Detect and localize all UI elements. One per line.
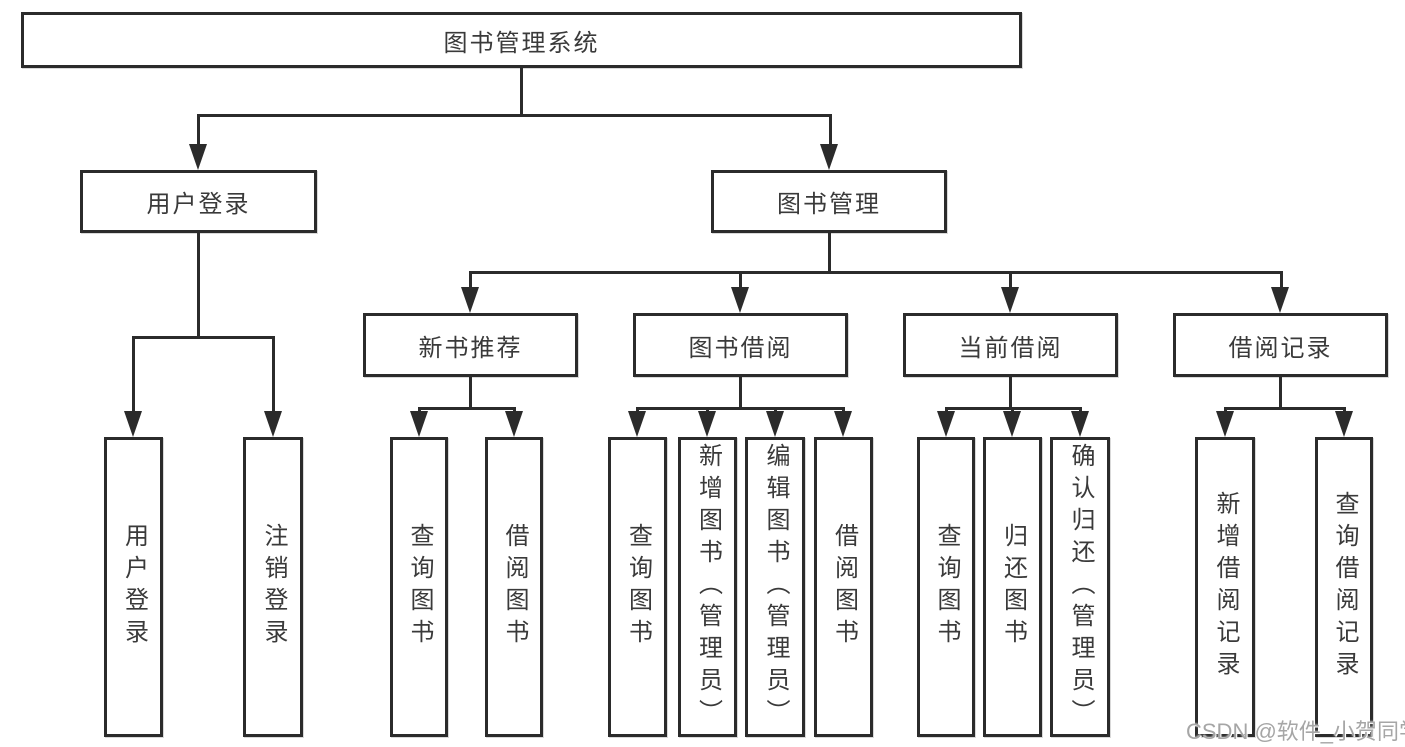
leaf-current-return: 归还图书	[983, 437, 1042, 737]
node-book-mgmt: 图书管理	[711, 170, 947, 233]
connector-vline	[132, 336, 135, 413]
connector-vline	[1343, 407, 1346, 413]
leaf-current-confirm: 确认归还（管理员）	[1050, 437, 1110, 737]
connector-vline	[1280, 271, 1283, 289]
leaf-borrow-add: 新增图书（管理员）	[678, 437, 737, 737]
node-new-book-rec: 新书推荐	[363, 313, 578, 377]
leaf-borrow-query: 查询图书	[608, 437, 667, 737]
arrow-down-icon	[124, 411, 142, 437]
leaf-current-query: 查询图书	[917, 437, 975, 737]
connector-vline	[636, 407, 639, 413]
arrow-down-icon	[698, 411, 716, 437]
connector-hline	[132, 336, 275, 339]
connector-vline	[706, 407, 709, 413]
connector-vline	[842, 407, 845, 413]
connector-vline	[520, 67, 523, 115]
connector-vline	[945, 407, 948, 413]
connector-vline	[197, 233, 200, 337]
node-book-borrow: 图书借阅	[633, 313, 848, 377]
connector-vline	[1009, 377, 1012, 409]
connector-vline	[1011, 407, 1014, 413]
leaf-borrow-borrow: 借阅图书	[814, 437, 873, 737]
arrow-down-icon	[820, 144, 838, 170]
node-current-borrow: 当前借阅	[903, 313, 1118, 377]
arrow-down-icon	[1001, 287, 1019, 313]
csdn-watermark: CSDN @软件_小贺同学	[1186, 719, 1405, 744]
arrow-down-icon	[461, 287, 479, 313]
leaf-newbook-borrow: 借阅图书	[485, 437, 543, 737]
connector-vline	[739, 271, 742, 289]
arrow-down-icon	[264, 411, 282, 437]
arrow-down-icon	[766, 411, 784, 437]
connector-vline	[513, 407, 516, 413]
leaf-records-add: 新增借阅记录	[1195, 437, 1255, 737]
node-borrow-records: 借阅记录	[1173, 313, 1388, 377]
node-root: 图书管理系统	[21, 12, 1022, 68]
leaf-logout: 注销登录	[243, 437, 303, 737]
connector-vline	[828, 233, 831, 272]
connector-vline	[197, 114, 200, 147]
arrow-down-icon	[1271, 287, 1289, 313]
connector-vline	[739, 377, 742, 409]
arrow-down-icon	[1071, 411, 1089, 437]
leaf-records-query: 查询借阅记录	[1315, 437, 1373, 737]
arrow-down-icon	[189, 144, 207, 170]
connector-hline	[469, 271, 1283, 274]
connector-hline	[197, 114, 832, 117]
leaf-user-login: 用户登录	[104, 437, 163, 737]
connector-vline	[774, 407, 777, 413]
arrow-down-icon	[1335, 411, 1353, 437]
arrow-down-icon	[731, 287, 749, 313]
connector-vline	[469, 377, 472, 409]
leaf-borrow-edit: 编辑图书（管理员）	[745, 437, 805, 737]
connector-vline	[272, 336, 275, 413]
connector-hline	[418, 407, 516, 410]
connector-vline	[1279, 377, 1282, 409]
connector-vline	[1224, 407, 1227, 413]
arrow-down-icon	[834, 411, 852, 437]
arrow-down-icon	[1003, 411, 1021, 437]
connector-vline	[418, 407, 421, 413]
connector-vline	[1079, 407, 1082, 413]
arrow-down-icon	[628, 411, 646, 437]
connector-hline	[1224, 407, 1346, 410]
connector-vline	[1009, 271, 1012, 289]
connector-hline	[636, 407, 845, 410]
connector-vline	[469, 271, 472, 289]
arrow-down-icon	[410, 411, 428, 437]
node-user-login: 用户登录	[80, 170, 317, 233]
arrow-down-icon	[1216, 411, 1234, 437]
arrow-down-icon	[937, 411, 955, 437]
connector-vline	[829, 114, 832, 147]
leaf-newbook-query: 查询图书	[390, 437, 448, 737]
arrow-down-icon	[505, 411, 523, 437]
